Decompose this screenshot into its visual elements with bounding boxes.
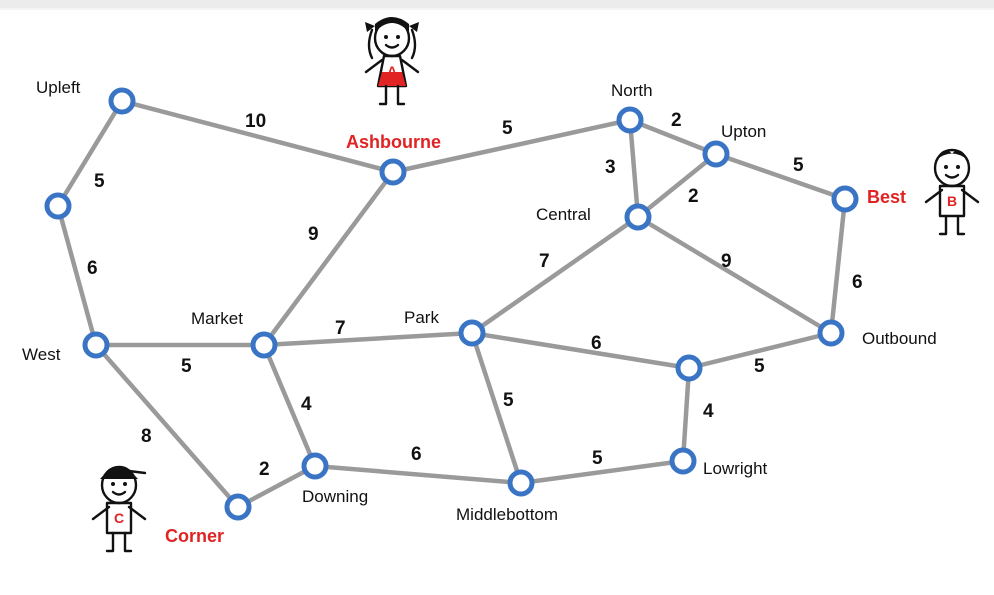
node-label-corner: Corner [165,526,224,546]
node-label-outbound: Outbound [862,329,937,348]
node-label-market: Market [191,309,243,328]
edge-park-e1 [469,330,692,371]
node-west [82,331,110,359]
edge-e1-lowright [680,365,692,464]
edge-west-corner [93,342,241,510]
node-lowright [669,447,697,475]
edge-north-upton [627,117,719,157]
window-top-edge-shadow [0,8,994,10]
edge-central-park [469,214,641,336]
node-label-park: Park [404,308,439,327]
node-best [831,185,859,213]
window-top-edge [0,0,994,8]
figure-a-letter: A [387,63,397,79]
node-upleft [108,87,136,115]
figures-layer: A B C [91,17,980,553]
node-label-upleft: Upleft [36,78,81,97]
figure-b-icon: B [924,148,980,236]
node-upton [702,140,730,168]
figure-c-icon: C [91,465,147,553]
edge-downing-corner [235,463,318,510]
edge-middlebottom-lowright [518,458,686,486]
edge-weight-upleft-w1: 5 [94,171,105,192]
nodes-layer [44,87,859,521]
edge-weight-upton-central: 2 [688,186,699,207]
edge-weight-downing-middlebottom: 6 [411,444,422,465]
node-ashbourne [379,158,407,186]
edge-weight-central-park: 7 [539,251,550,272]
figure-b-letter: B [947,193,957,209]
edge-weight-best-outbound: 6 [852,272,863,293]
edge-market-downing [261,342,318,469]
edge-ashbourne-market [261,169,396,348]
edge-outbound-e1 [686,330,834,371]
node-park [458,319,486,347]
edge-upton-central [635,151,719,220]
edge-weight-park-middlebottom: 5 [503,390,514,411]
edge-weight-ashbourne-market: 9 [308,224,319,245]
edge-weight-ashbourne-north: 5 [502,118,513,139]
figure-c-letter: C [114,510,124,526]
edge-weight-west-corner: 8 [141,426,152,447]
node-north [616,106,644,134]
edge-weight-downing-corner: 2 [259,459,270,480]
edge-downing-middlebottom [312,463,524,486]
edge-weight-north-upton: 2 [671,110,682,131]
edge-weight-market-park: 7 [335,318,346,339]
edge-ashbourne-north [390,117,633,175]
edge-weight-e1-lowright: 4 [703,401,714,422]
edge-weight-park-e1: 6 [591,333,602,354]
edge-weight-market-downing: 4 [301,394,312,415]
edge-weight-central-outbound: 9 [721,251,732,272]
edge-weight-middlebottom-lowright: 5 [592,448,603,469]
edge-weight-w1-west: 6 [87,258,98,279]
node-central [624,203,652,231]
node-e1 [675,354,703,382]
edge-central-outbound [635,214,834,336]
edge-park-middlebottom [469,330,524,486]
edge-weight-upleft-ashbourne: 10 [245,111,266,132]
node-corner [224,493,252,521]
edge-best-outbound [828,196,848,336]
node-w1 [44,192,72,220]
node-downing [301,452,329,480]
figure-a-icon: A [364,17,420,106]
node-label-west: West [22,345,61,364]
edge-upton-best [713,151,848,202]
node-label-middlebottom: Middlebottom [456,505,558,524]
node-label-ashbourne: Ashbourne [346,132,441,152]
node-label-upton: Upton [721,122,766,141]
edge-weight-outbound-e1: 5 [754,356,765,377]
edge-w1-west [55,203,99,348]
edge-north-central [627,117,641,220]
node-label-central: Central [536,205,591,224]
node-market [250,331,278,359]
edge-upleft-ashbourne [119,98,396,175]
edge-weight-north-central: 3 [605,157,616,178]
edge-market-park [261,330,475,348]
edge-upleft-w1 [55,98,125,209]
node-outbound [817,319,845,347]
node-middlebottom [507,469,535,497]
node-label-lowright: Lowright [703,459,768,478]
edges-layer [55,98,848,510]
node-label-north: North [611,81,653,100]
edge-weight-upton-best: 5 [793,155,804,176]
node-label-best: Best [867,187,906,207]
edge-weight-west-market: 5 [181,356,192,377]
node-label-downing: Downing [302,487,368,506]
